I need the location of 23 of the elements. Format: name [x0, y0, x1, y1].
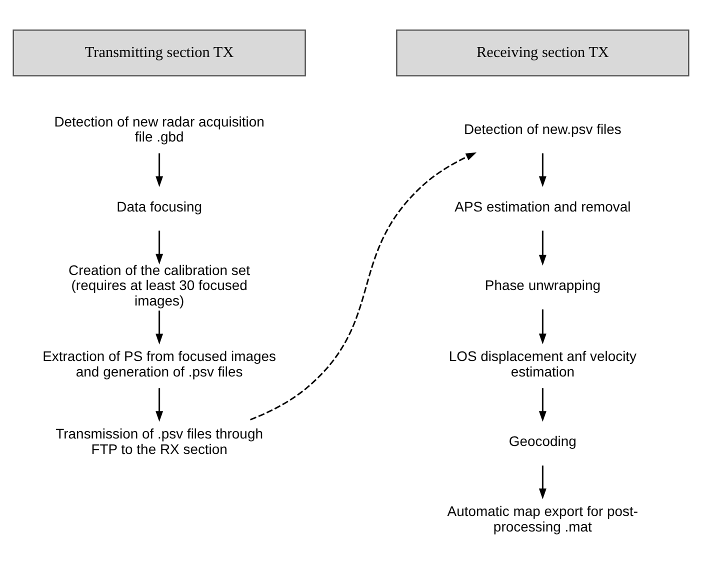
node-text: Detection of new.psv files — [464, 120, 622, 137]
arrow — [156, 153, 164, 187]
node-text: Phase unwrapping — [484, 277, 600, 294]
node-box: Receiving section TX — [396, 29, 690, 76]
arrow — [156, 230, 164, 265]
arrow — [538, 309, 546, 344]
node-text: Geocoding — [508, 433, 576, 450]
node-text: APS estimation and removal — [454, 198, 631, 214]
arrow — [538, 388, 546, 422]
node-text: Transmission of .psv files through FTP to the RX section — [56, 426, 263, 457]
node-text: LOS displacement anf velocity estimation — [448, 348, 637, 380]
node-text: Data focusing — [116, 198, 202, 214]
arrow — [538, 230, 546, 266]
node-text: Automatic map export for post-processing .mat — [447, 503, 638, 534]
arrow — [156, 310, 164, 344]
arrow — [156, 388, 164, 422]
arrow — [538, 153, 546, 187]
node-text: Extraction of PS from focused images and generation of .psv files — [42, 348, 276, 380]
node-text: Creation of the calibration set (requires at least 30 focused images) — [68, 262, 250, 308]
node-box: Transmitting section TX — [12, 29, 306, 76]
arrow — [538, 466, 546, 500]
arrow — [250, 152, 477, 420]
node-text: Detection of new radar acquisition file .gbd — [54, 113, 264, 145]
